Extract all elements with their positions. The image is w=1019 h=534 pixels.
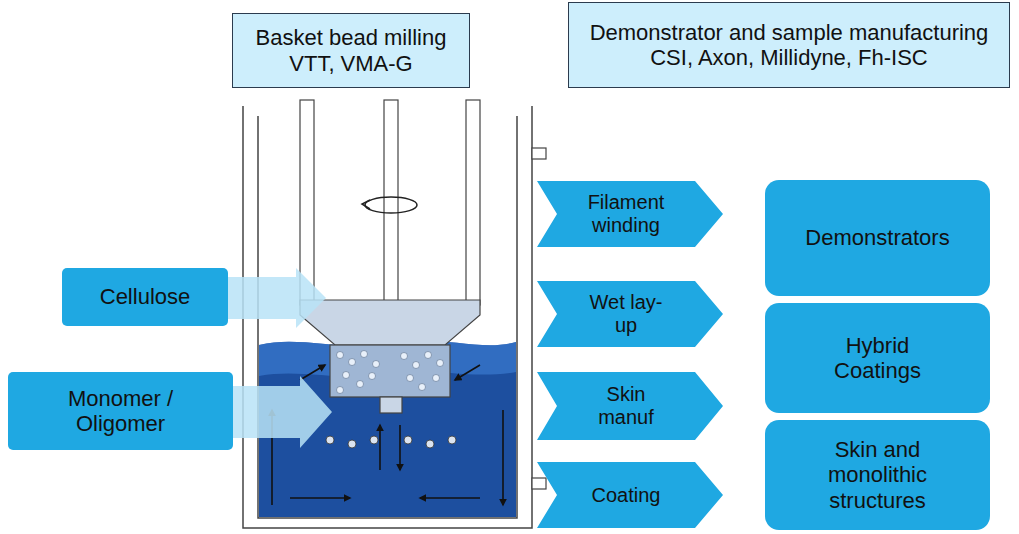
- node-label: Basket bead milling: [256, 25, 447, 50]
- rotation-mark: [365, 197, 417, 213]
- node-label: Demonstrators: [805, 225, 949, 250]
- feed-arrow: [233, 376, 332, 448]
- inlet-nozzle: [532, 148, 546, 159]
- output-box: Demonstrators: [765, 180, 990, 296]
- feed-arrows: [228, 268, 332, 448]
- process-chevron: Filament winding: [537, 181, 723, 247]
- partner-box: Demonstrator and sample manufacturingCSI…: [568, 2, 1010, 88]
- grinding-beads: [337, 351, 444, 394]
- node-text-group: Wet lay-up: [581, 291, 671, 337]
- input-box: Monomer / Oligomer: [8, 372, 233, 450]
- rotation-arrowhead: [362, 200, 370, 209]
- mill-basket: [300, 300, 480, 413]
- process-chevron: Skin manuf: [537, 372, 723, 440]
- impeller: [380, 397, 402, 413]
- node-text-group: Hybrid Coatings: [803, 333, 953, 384]
- process-chevron: Wet lay-up: [537, 281, 723, 347]
- node-text-group: Skin and monolithic structures: [803, 437, 953, 513]
- chevron-fill: [537, 462, 723, 528]
- chevron-fill: [537, 281, 723, 347]
- node-label: Cellulose: [100, 284, 191, 309]
- node-label: Skin manuf: [581, 383, 671, 429]
- output-box: Skin and monolithic structures: [765, 420, 990, 530]
- node-text-group: Cellulose: [100, 284, 191, 309]
- basket-rod: [466, 100, 480, 305]
- node-text-group: Basket bead millingVTT, VMA-G: [256, 25, 447, 76]
- output-box: Hybrid Coatings: [765, 303, 990, 413]
- input-box: Cellulose: [62, 268, 228, 326]
- process-chevron: Coating: [537, 462, 723, 528]
- node-subtext: CSI, Axon, Millidyne, Fh-ISC: [590, 45, 989, 70]
- node-label: Skin and monolithic structures: [803, 437, 953, 513]
- node-label: Filament winding: [581, 191, 671, 237]
- node-text-group: Filament winding: [581, 191, 671, 237]
- node-label: Coating: [592, 484, 661, 507]
- node-label: Demonstrator and sample manufacturing: [590, 20, 989, 45]
- node-text-group: Monomer / Oligomer: [46, 386, 196, 437]
- node-label: Wet lay-up: [581, 291, 671, 337]
- feed-arrow: [228, 268, 326, 328]
- bottom-pegs: [326, 436, 456, 448]
- node-text-group: Demonstrators: [805, 225, 949, 250]
- node-text-group: Coating: [592, 484, 661, 507]
- chevron-fill: [537, 181, 723, 247]
- node-text-group: Skin manuf: [581, 383, 671, 429]
- partner-box: Basket bead millingVTT, VMA-G: [232, 13, 470, 88]
- node-subtext: VTT, VMA-G: [256, 51, 447, 76]
- node-label: Monomer / Oligomer: [46, 386, 196, 437]
- outlet-nozzle: [532, 478, 546, 489]
- chevron-fill: [537, 372, 723, 440]
- basket-holder: [300, 300, 480, 345]
- node-label: Hybrid Coatings: [803, 333, 953, 384]
- basket-body: [330, 345, 450, 397]
- node-text-group: Demonstrator and sample manufacturingCSI…: [590, 20, 989, 71]
